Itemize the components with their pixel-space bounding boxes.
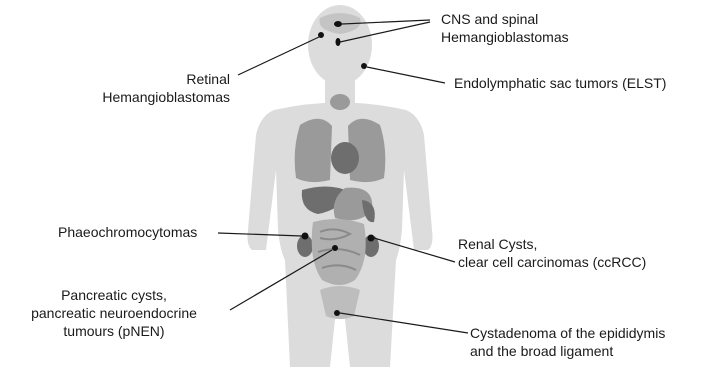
line-elst <box>367 67 445 83</box>
pelvic-organs <box>320 286 360 319</box>
marker-spinal <box>336 38 341 46</box>
label-elst: Endolymphatic sac tumors (ELST) <box>454 74 666 92</box>
marker-elst <box>361 63 367 69</box>
marker-epididymis <box>334 310 340 316</box>
label-pancreatic: Pancreatic cysts, pancreatic neuroendocr… <box>14 286 214 340</box>
marker-cns <box>334 21 342 27</box>
label-retinal: Retinal Hemangioblastomas <box>94 70 230 106</box>
label-cystadenoma: Cystadenoma of the epididymis and the br… <box>470 324 665 360</box>
marker-phaeo <box>302 233 309 240</box>
marker-renal <box>368 235 375 242</box>
thyroid <box>330 94 350 110</box>
label-phaeo: Phaeochromocytomas <box>58 223 197 241</box>
heart <box>331 142 359 174</box>
line-retinal <box>238 37 319 75</box>
label-cns: CNS and spinal Hemangioblastomas <box>441 10 569 46</box>
marker-pancreas <box>332 245 338 251</box>
lung-left <box>295 119 332 182</box>
label-renal: Renal Cysts, clear cell carcinomas (ccRC… <box>458 235 646 271</box>
